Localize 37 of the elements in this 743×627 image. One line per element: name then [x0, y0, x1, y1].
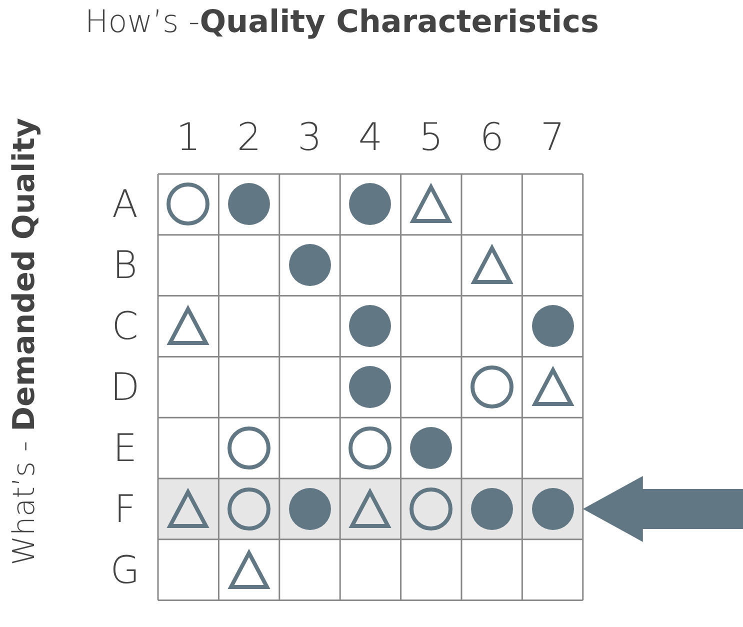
highlighted-row [158, 478, 583, 540]
column-header: 1 [175, 115, 202, 159]
open-circle-symbol [348, 426, 392, 470]
filled-circle-symbol [409, 426, 454, 470]
filled-circle-symbol [288, 243, 332, 288]
column-header: 4 [357, 115, 384, 159]
row-header: C [110, 304, 140, 348]
filled-circle-symbol [348, 304, 392, 348]
open-circle-symbol [470, 365, 514, 410]
filled-circle-symbol [348, 182, 392, 226]
triangle-symbol [348, 486, 392, 531]
open-circle-symbol [227, 426, 272, 470]
row-header: F [113, 486, 137, 531]
column-header: 6 [478, 115, 505, 159]
column-header: 2 [236, 115, 262, 159]
triangle-symbol [227, 548, 272, 592]
filled-circle-symbol [288, 486, 332, 531]
triangle-symbol [166, 486, 210, 531]
chart-title: How’s -Quality Characteristics [85, 4, 599, 40]
open-circle-symbol [227, 486, 272, 531]
filled-circle-symbol [348, 365, 392, 410]
filled-circle-symbol [227, 182, 272, 226]
column-header: 3 [296, 115, 323, 159]
open-circle-symbol [409, 486, 454, 531]
filled-circle-symbol [530, 304, 575, 348]
row-header: E [112, 426, 138, 470]
column-header: 5 [418, 115, 444, 159]
row-header: G [109, 548, 141, 592]
row-header: A [111, 182, 139, 226]
filled-circle-symbol [530, 486, 575, 531]
row-header: B [112, 243, 138, 288]
row-header: D [109, 365, 141, 410]
column-header: 7 [539, 115, 566, 159]
filled-circle-symbol [470, 486, 514, 531]
open-circle-symbol [166, 182, 210, 226]
axis-title: What’s - Demanded Quality [6, 118, 43, 566]
arrow [582, 476, 743, 542]
